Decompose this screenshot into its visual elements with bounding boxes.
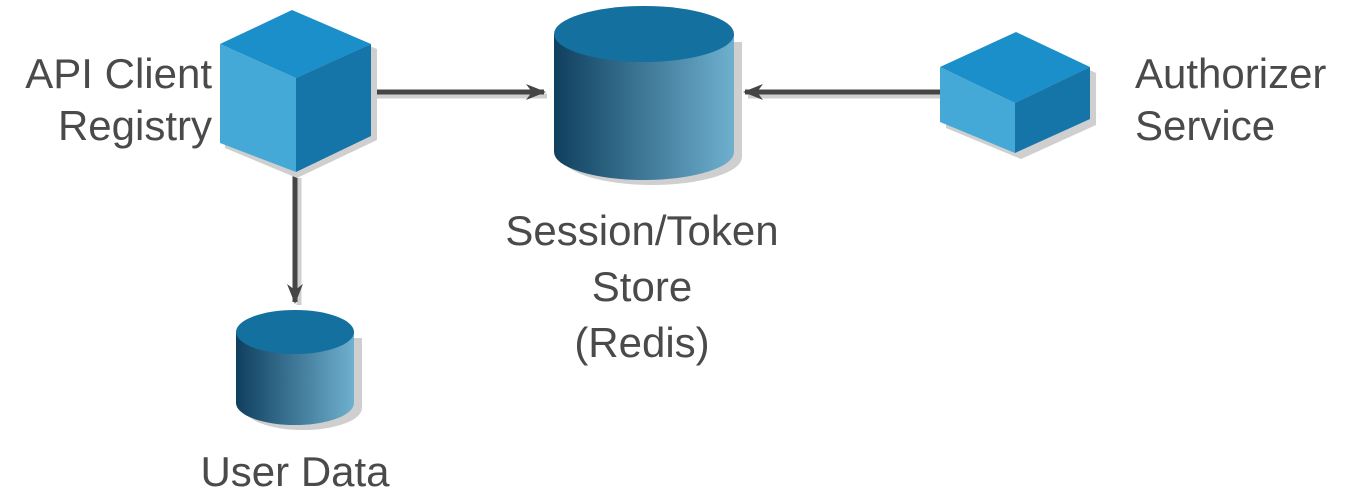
- edge-authorizer-to-session-store: [743, 84, 943, 100]
- session-token-store-database-icon[interactable]: [554, 6, 742, 185]
- edge-registry-to-user-data: [287, 175, 303, 305]
- cylinder-body: [554, 34, 734, 180]
- edge-registry-to-session-store: [372, 84, 547, 100]
- label-line: Registry: [57, 102, 212, 149]
- label-line: API Client: [25, 50, 212, 97]
- user-data-label: User Data: [145, 446, 445, 498]
- label-line: Store: [591, 263, 693, 310]
- user-data-database-icon[interactable]: [236, 310, 362, 430]
- label-line: User Data: [200, 448, 390, 495]
- label-line: Authorizer: [1135, 50, 1327, 97]
- api-client-registry-label: API Client Registry: [25, 48, 212, 152]
- cube-top-face: [940, 32, 1090, 103]
- cylinder-top: [236, 310, 354, 354]
- authorizer-service-label: Authorizer Service: [1135, 48, 1326, 152]
- label-line: (Redis): [574, 319, 710, 366]
- session-token-store-label: Session/Token Store (Redis): [442, 203, 842, 371]
- cube-left-face: [940, 67, 1015, 153]
- cube-left-face: [220, 44, 296, 172]
- cylinder-top: [554, 6, 734, 62]
- label-line: Session/Token: [505, 207, 779, 254]
- cylinder-body: [236, 332, 354, 425]
- authorizer-service-cube-icon[interactable]: [940, 32, 1096, 159]
- label-line: Service: [1135, 102, 1276, 149]
- api-client-registry-cube-icon[interactable]: [220, 10, 377, 178]
- cube-top-face: [220, 10, 371, 78]
- cube-right-face: [1015, 67, 1090, 153]
- cube-right-face: [296, 44, 371, 172]
